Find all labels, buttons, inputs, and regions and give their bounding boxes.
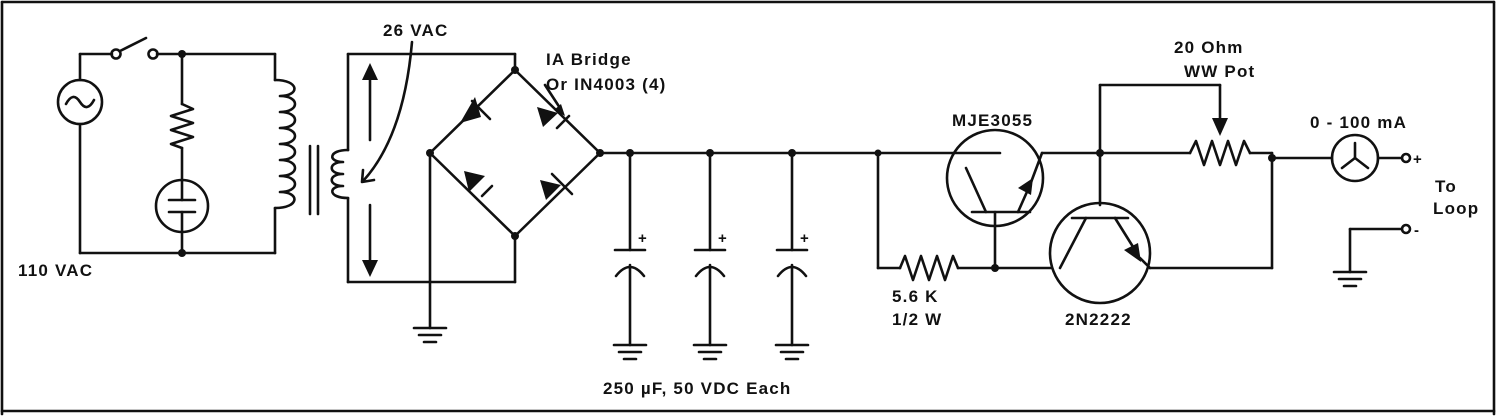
- label-pot-2: WW Pot: [1184, 62, 1255, 81]
- bridge-callout-arrow: [543, 83, 565, 116]
- label-resistor-value: 5.6 K: [892, 287, 939, 306]
- filter-capacitor: [774, 149, 810, 361]
- transformer: [273, 40, 517, 284]
- label-bridge-1: IA Bridge: [546, 50, 632, 69]
- neon-indicator: [154, 50, 210, 257]
- current-limit-wiring: [1040, 83, 1228, 207]
- output-terminal-positive: [1400, 152, 1412, 164]
- filter-capacitor: [612, 149, 648, 361]
- label-loop: Loop: [1433, 199, 1479, 218]
- label-bridge-2: Or IN4003 (4): [546, 75, 666, 94]
- label-2n2222: 2N2222: [1065, 310, 1132, 329]
- label-110-vac: 110 VAC: [18, 261, 93, 280]
- diode-upper-left: [460, 97, 492, 123]
- label-capacitors: 250 µF, 50 VDC Each: [603, 379, 792, 398]
- label-resistor-rating: 1/2 W: [892, 310, 942, 329]
- label-negative-terminal: -: [1414, 222, 1419, 239]
- ac-source: [56, 52, 277, 255]
- label-cap-polarity: +: [718, 230, 727, 247]
- ground-symbol: [412, 151, 448, 344]
- potentiometer: [1188, 139, 1334, 270]
- diode-lower-right: [540, 172, 574, 200]
- filter-capacitor: [692, 149, 728, 361]
- bridge-rectifier: [426, 52, 604, 284]
- label-26-vac: 26 VAC: [383, 21, 448, 40]
- milliammeter: [1330, 133, 1404, 183]
- label-cap-polarity: +: [800, 230, 809, 247]
- label-cap-polarity: +: [638, 230, 647, 247]
- label-pot-1: 20 Ohm: [1174, 38, 1244, 57]
- power-switch: [110, 36, 277, 60]
- transistor-2n2222: [1048, 201, 1274, 305]
- label-to: To: [1435, 177, 1457, 196]
- diode-upper-right: [537, 107, 571, 130]
- transistor-mje3055: [945, 128, 1045, 270]
- diode-lower-left: [464, 171, 494, 198]
- bias-resistor: [874, 149, 1054, 282]
- label-mje3055: MJE3055: [952, 111, 1033, 130]
- label-meter-range: 0 - 100 mA: [1310, 113, 1407, 132]
- label-positive-terminal: +: [1413, 151, 1422, 168]
- output-terminal-negative: [1332, 223, 1412, 288]
